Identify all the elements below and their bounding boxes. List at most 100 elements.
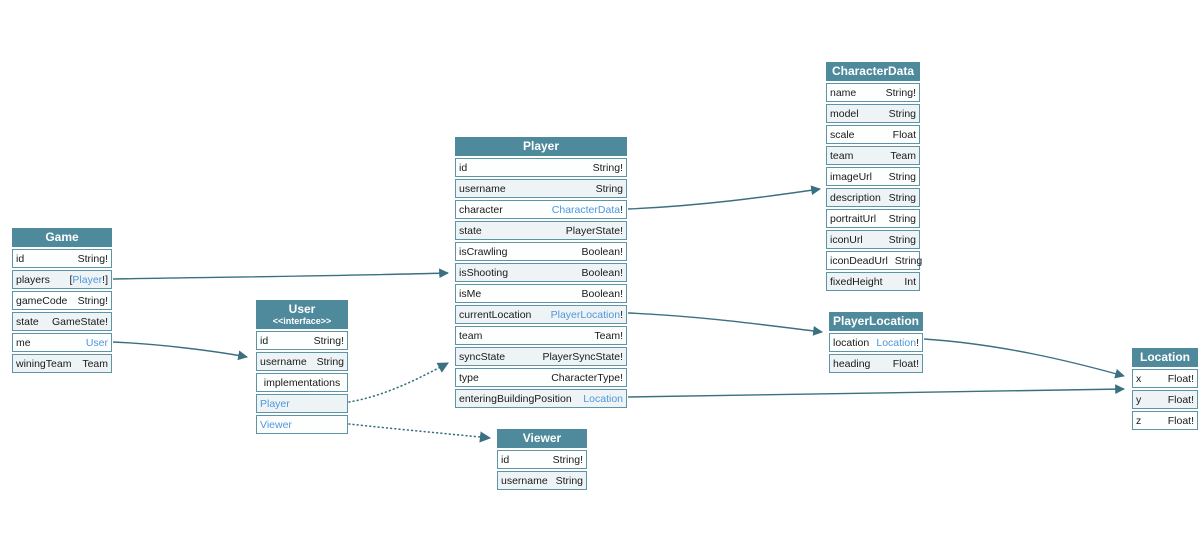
table-header-player[interactable]: Player — [455, 137, 627, 156]
field-row-characterdata-name[interactable]: name String! — [826, 83, 920, 102]
type-link[interactable]: Viewer — [260, 418, 292, 431]
implementation-row-viewer[interactable]: Viewer — [256, 415, 348, 434]
field-row-game-me[interactable]: me User — [12, 333, 112, 352]
field-type: String — [555, 474, 583, 487]
field-type: Int — [904, 275, 916, 288]
field-row-player-enteringBuildingPosition[interactable]: enteringBuildingPosition Location — [455, 389, 627, 408]
field-name: scale — [830, 128, 855, 141]
field-type: Boolean! — [581, 287, 623, 300]
section-label: implementations — [263, 376, 341, 389]
field-name: currentLocation — [459, 308, 532, 321]
field-name: enteringBuildingPosition — [459, 392, 572, 405]
field-type: Float! — [1167, 414, 1194, 427]
arrow-game-me-to-user-username — [112, 341, 248, 361]
arrow-player-enteringBuildingPosition-to-location-y — [627, 384, 1125, 398]
arrow-player-currentLocation-to-playerlocation — [627, 312, 823, 336]
field-name: id — [501, 453, 510, 466]
field-type: User — [86, 337, 108, 349]
section-row-implementations[interactable]: implementations — [256, 373, 348, 392]
field-type: Team — [890, 149, 916, 162]
field-type: String! — [592, 161, 623, 174]
field-name: winingTeam — [16, 357, 72, 370]
type-link[interactable]: Location — [583, 392, 623, 405]
field-type: CharacterData! — [552, 204, 623, 216]
field-row-game-players[interactable]: players[Player!] — [12, 270, 112, 289]
field-type: String! — [885, 86, 916, 99]
field-name: syncState — [459, 350, 506, 363]
field-name: name — [830, 86, 857, 99]
field-row-player-id[interactable]: id String! — [455, 158, 627, 177]
field-type: CharacterType! — [551, 371, 623, 384]
field-type: String! — [77, 294, 108, 307]
field-name: me — [16, 336, 31, 349]
field-name: isCrawling — [459, 245, 508, 258]
table-header-viewer[interactable]: Viewer — [497, 429, 587, 448]
field-row-location-y[interactable]: y Float! — [1132, 390, 1198, 409]
type-link[interactable]: CharacterData — [551, 203, 621, 216]
field-row-game-winingTeam[interactable]: winingTeam Team — [12, 354, 112, 373]
table-title: Game — [45, 230, 79, 244]
field-name: id — [459, 161, 468, 174]
table-header-playerlocation[interactable]: PlayerLocation — [829, 312, 923, 331]
type-link[interactable]: Location — [876, 336, 917, 349]
type-link[interactable]: Player — [72, 273, 103, 286]
implementation-row-player[interactable]: Player — [256, 394, 348, 413]
type-punctuation: [ — [69, 273, 73, 286]
table-title: Location — [1140, 350, 1190, 364]
table-header-game[interactable]: Game — [12, 228, 112, 247]
field-name: id — [16, 252, 25, 265]
field-row-characterdata-fixedHeight[interactable]: fixedHeight Int — [826, 272, 920, 291]
field-type: String — [888, 212, 916, 225]
table-title: Viewer — [522, 431, 562, 445]
type-link[interactable]: User — [85, 336, 108, 349]
arrow-user-implementation-player-to-player-syncState — [348, 362, 449, 403]
table-header-characterdata[interactable]: CharacterData — [826, 62, 920, 81]
field-name: fixedHeight — [830, 275, 883, 288]
type-link[interactable]: PlayerLocation — [550, 308, 621, 321]
table-header-user[interactable]: User<<interface>> — [256, 300, 348, 329]
type-link[interactable]: Player — [260, 397, 290, 410]
field-name: iconDeadUrl — [830, 254, 888, 267]
table-header-location[interactable]: Location — [1132, 348, 1198, 367]
table-title: Player — [522, 139, 560, 153]
table-title: PlayerLocation — [832, 314, 920, 328]
field-name: y — [1136, 393, 1142, 406]
field-type: Float! — [1167, 393, 1194, 406]
field-type: String — [316, 355, 344, 368]
field-type: Team — [82, 357, 108, 370]
field-name: players — [16, 273, 50, 286]
